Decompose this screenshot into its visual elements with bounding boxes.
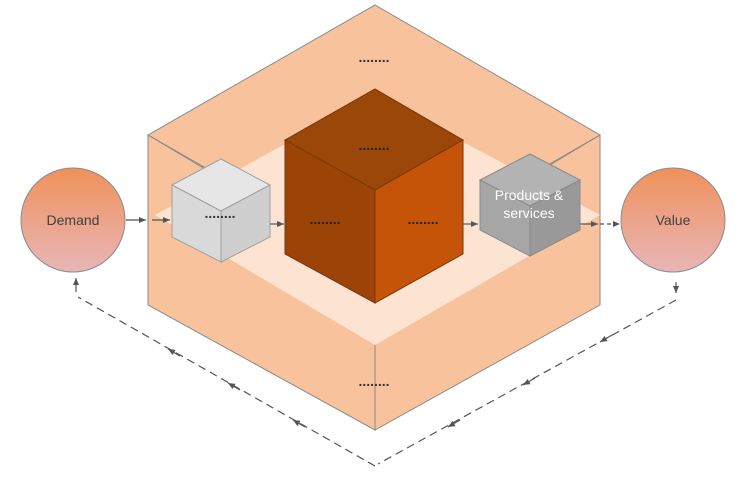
outer-top-placeholder: ........ — [358, 49, 389, 65]
products-services-label-line1: Products & — [495, 187, 564, 203]
outer-bottom-placeholder: ........ — [358, 373, 389, 389]
demand-label: Demand — [47, 212, 100, 228]
big-cube-left-placeholder: ........ — [309, 211, 340, 227]
big-cube-right-placeholder: ........ — [407, 211, 438, 227]
big-cube-top-placeholder: ........ — [358, 137, 389, 153]
products-services-label-line2: services — [503, 205, 554, 221]
small-cube-placeholder: ........ — [204, 205, 235, 221]
value-label: Value — [656, 212, 691, 228]
